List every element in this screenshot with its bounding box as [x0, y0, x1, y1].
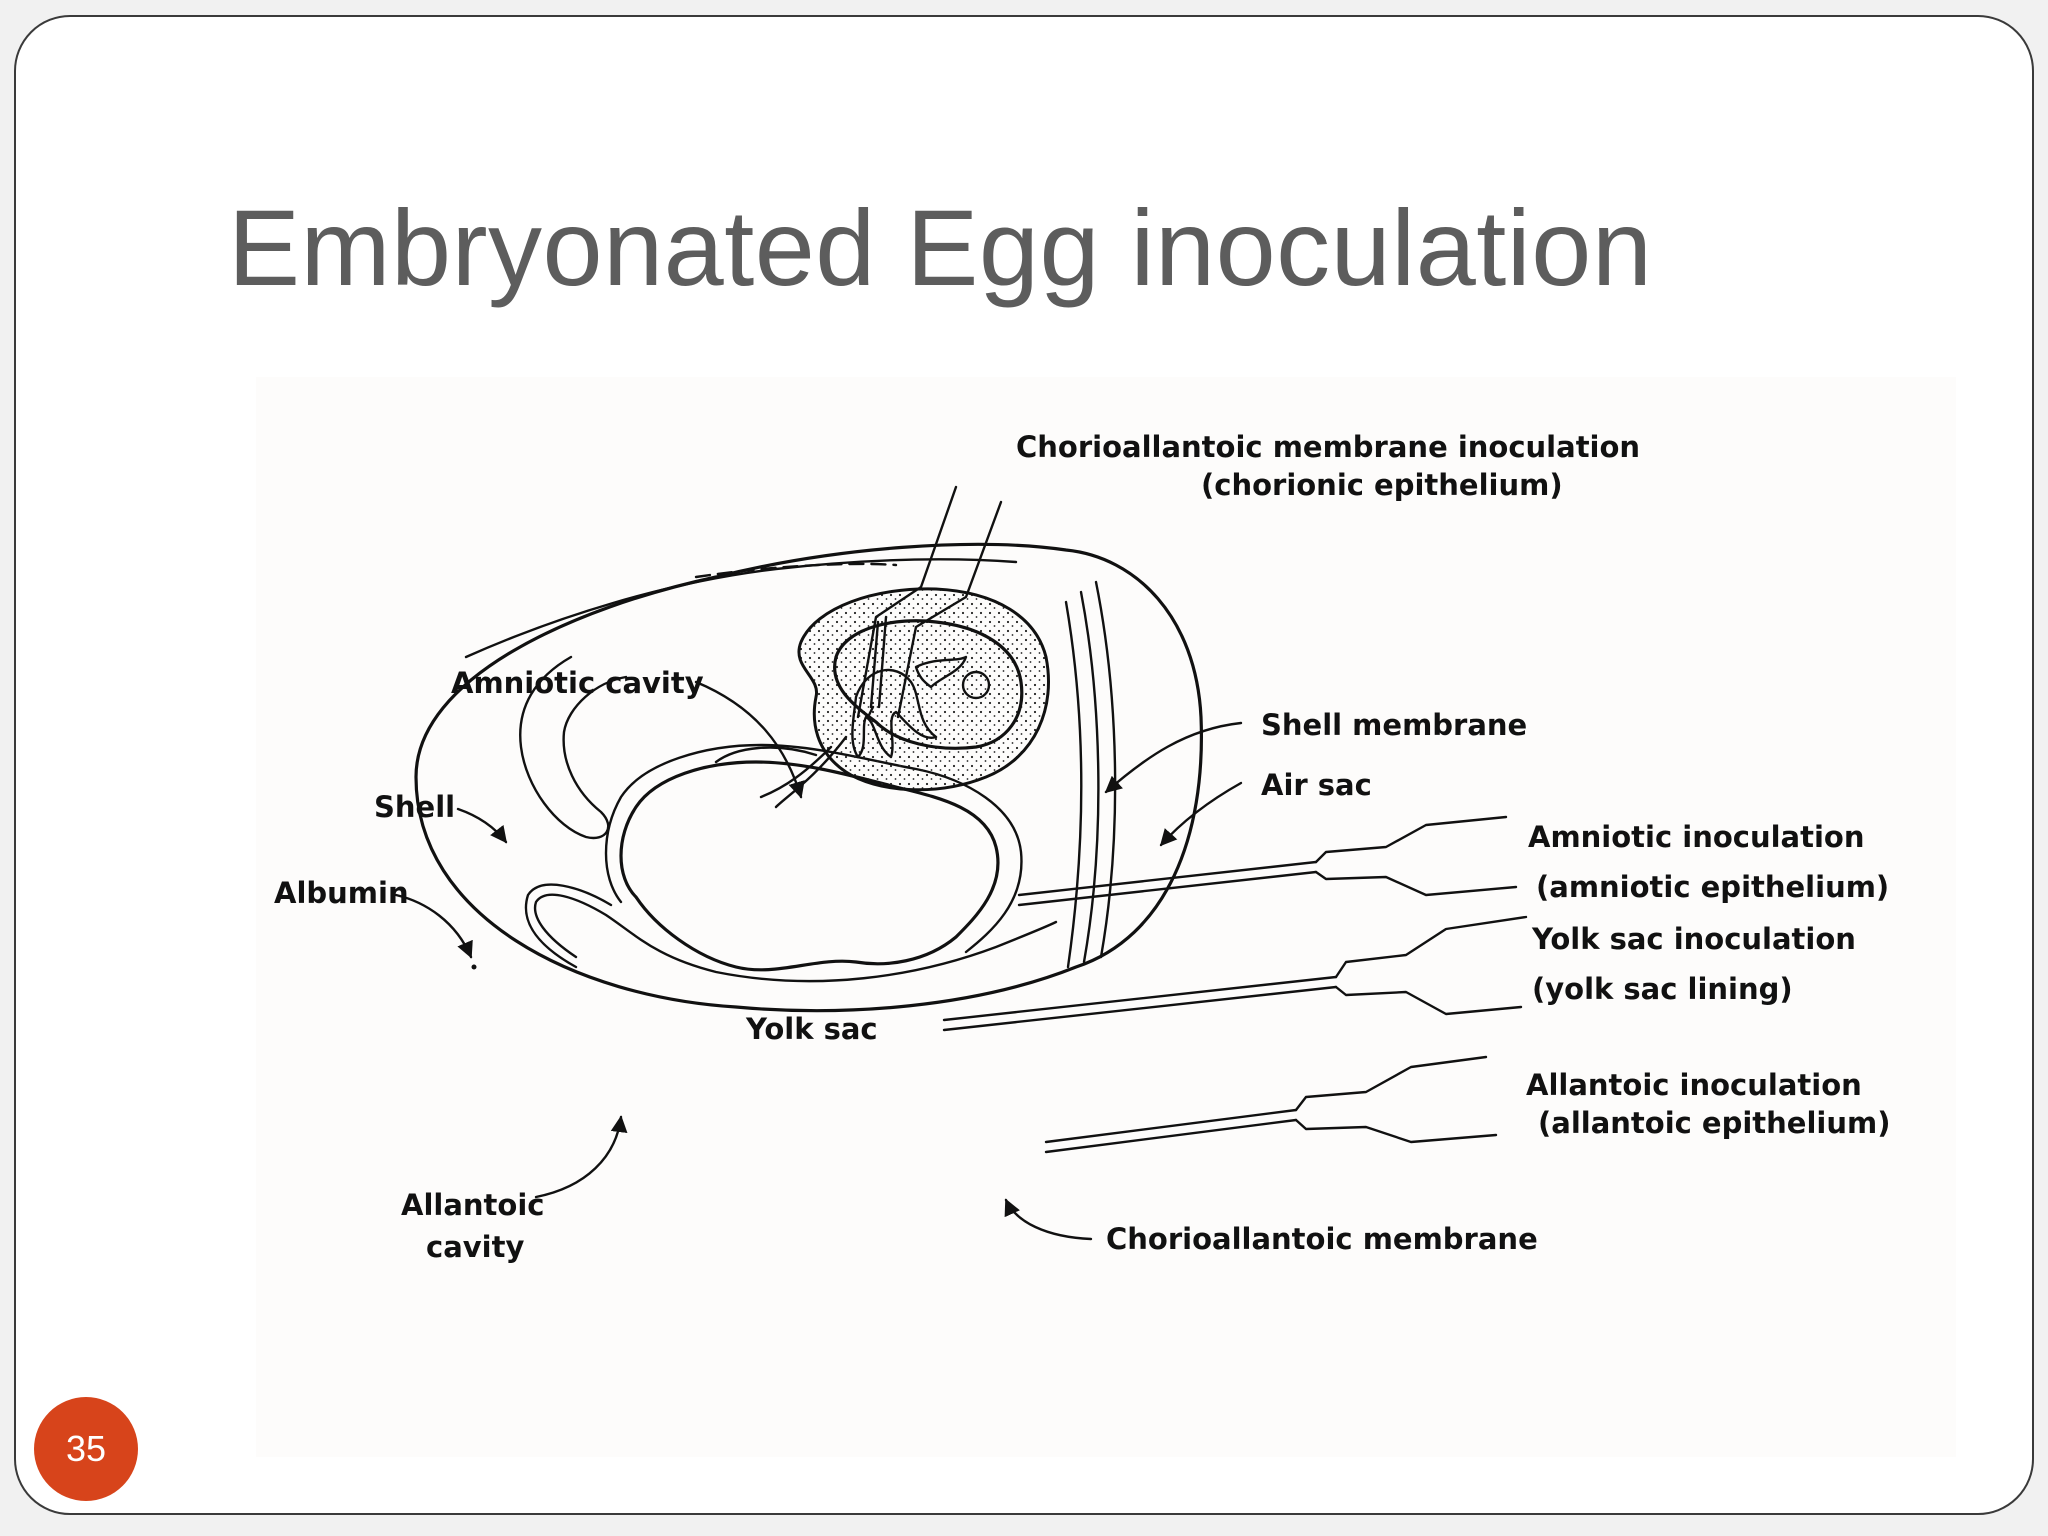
leader-allantoic-cavity	[534, 1115, 628, 1199]
amnion-stippled	[797, 587, 1050, 792]
label-amniotic-inoculation-2: (amniotic epithelium)	[1536, 870, 1889, 904]
leader-albumin	[394, 893, 473, 959]
air-sac-boundary-1	[1079, 590, 1100, 964]
shell-membrane-dashed	[694, 562, 898, 579]
label-yolk-sac: Yolk sac	[745, 1012, 878, 1046]
label-shell: Shell	[374, 790, 455, 824]
amniotic-cavity	[833, 619, 1024, 750]
air-sac-boundary-3	[1064, 600, 1083, 969]
chorioallantoic-loop-upper	[533, 893, 1058, 983]
label-allantoic-inoculation-1: Allantoic inoculation	[1526, 1068, 1862, 1102]
label-cam-inoculation-1: Chorioallantoic membrane inoculation	[1016, 430, 1640, 464]
albumin-loop	[519, 655, 628, 840]
yolk-sac	[619, 760, 1000, 972]
label-allantoic-cavity-1: Allantoic	[401, 1188, 544, 1222]
label-allantoic-cavity-2: cavity	[426, 1230, 524, 1264]
page-number-badge: 35	[34, 1397, 138, 1501]
chorioallantoic-loop-lower	[524, 883, 613, 969]
yolk-sac-syringe	[942, 915, 1528, 1032]
shell-membrane-inner	[464, 558, 1018, 659]
label-amniotic-inoculation-1: Amniotic inoculation	[1528, 820, 1865, 854]
leader-shell-membrane	[1104, 721, 1243, 794]
amniotic-syringe	[1017, 815, 1518, 907]
label-cam-inoculation-2: (chorionic epithelium)	[1201, 468, 1563, 502]
embryo-eye	[961, 670, 991, 700]
leader-chorioallantoic-membrane	[1004, 1198, 1093, 1241]
embryo-limb	[914, 655, 968, 689]
albumin-dot	[471, 964, 477, 970]
embryo	[851, 668, 938, 759]
label-chorioallantoic-membrane: Chorioallantoic membrane	[1106, 1222, 1538, 1256]
leader-shell	[456, 807, 508, 844]
slide-title: Embryonated Egg inoculation	[228, 187, 1653, 308]
leader-amniotic-cavity	[694, 680, 805, 799]
label-air-sac: Air sac	[1261, 768, 1372, 802]
egg-inoculation-diagram: Chorioallantoic membrane inoculation (ch…	[274, 430, 1890, 1264]
yolk-stalk	[714, 746, 818, 764]
allantoic-syringe	[1044, 1055, 1498, 1154]
air-sac-boundary-2	[1094, 580, 1117, 959]
label-allantoic-inoculation-2: (allantoic epithelium)	[1538, 1106, 1890, 1140]
cam-syringe	[856, 485, 1003, 719]
label-albumin: Albumin	[274, 876, 409, 910]
label-yolk-sac-inoculation-2: (yolk sac lining)	[1532, 972, 1793, 1006]
page-number: 35	[65, 1428, 107, 1469]
slide: Embryonated Egg inoculation	[14, 15, 2034, 1515]
label-shell-membrane: Shell membrane	[1261, 708, 1527, 742]
label-amniotic-cavity: Amniotic cavity	[451, 666, 704, 700]
leader-air-sac	[1159, 781, 1243, 847]
label-yolk-sac-inoculation-1: Yolk sac inoculation	[1531, 922, 1856, 956]
